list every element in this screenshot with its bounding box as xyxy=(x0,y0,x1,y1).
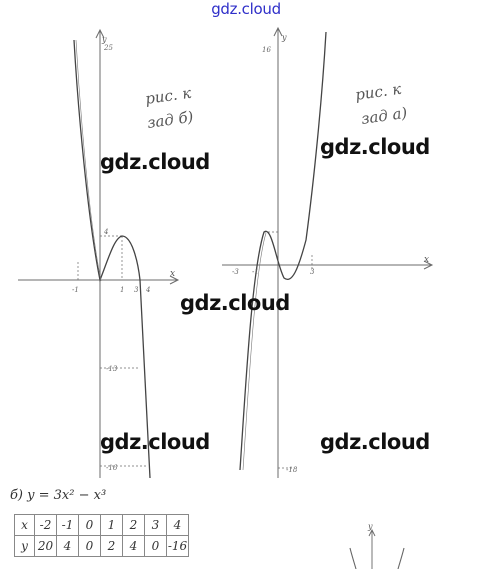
right-y-arrow xyxy=(273,26,283,37)
watermark: gdz.cloud xyxy=(320,135,430,159)
left-tick-y-bottom: -16 xyxy=(106,464,118,472)
table-row: x -2 -1 0 1 2 3 4 xyxy=(14,514,189,536)
left-tick-x-neg: -1 xyxy=(72,286,79,294)
bottom-sketch xyxy=(349,528,405,569)
right-curve xyxy=(239,31,327,471)
left-tick-x-c: 4 xyxy=(145,286,150,294)
left-graph xyxy=(18,28,180,479)
right-tick-y-bottom: -18 xyxy=(286,466,298,474)
task-b-formula: б) y = 3x² − x³ xyxy=(10,488,107,503)
y-cell: 0 xyxy=(144,535,167,557)
table-row: y 20 4 0 2 4 0 -16 xyxy=(14,535,189,557)
y-cell: 2 xyxy=(100,535,123,557)
watermark: gdz.cloud xyxy=(180,291,290,315)
right-tick-x-neg1: -1 xyxy=(252,268,259,276)
left-caption-2: зад б) xyxy=(146,108,195,132)
watermark: gdz.cloud xyxy=(100,150,210,174)
left-caption-1: рис. к xyxy=(144,84,192,108)
right-tick-x-neg3: -3 xyxy=(232,268,239,276)
right-tick-x-pos3: 3 xyxy=(310,268,315,276)
right-caption-2: зад а) xyxy=(360,104,408,128)
right-x-arrow xyxy=(423,260,434,270)
right-x-label: x xyxy=(424,255,429,265)
y-cell: 4 xyxy=(56,535,79,557)
left-y-label: y xyxy=(101,35,107,44)
bottom-y-label: y xyxy=(367,522,373,531)
right-graph xyxy=(222,26,434,478)
left-y-arrow xyxy=(95,28,105,39)
row-label-y: y xyxy=(14,535,35,557)
watermark: gdz.cloud xyxy=(320,430,430,454)
y-cell: 20 xyxy=(34,535,57,557)
x-cell: -1 xyxy=(56,514,79,536)
y-cell: 4 xyxy=(122,535,145,557)
x-cell: -2 xyxy=(34,514,57,536)
y-cell: 0 xyxy=(78,535,101,557)
left-tick-y-small: 4 xyxy=(103,228,108,236)
right-caption-1: рис. к xyxy=(354,80,402,104)
values-table: x -2 -1 0 1 2 3 4 y 20 4 0 2 4 0 -16 xyxy=(14,514,189,557)
left-x-label: x xyxy=(170,269,175,279)
left-curve xyxy=(73,39,151,479)
right-tick-y-top: 16 xyxy=(262,46,271,54)
left-x-arrow xyxy=(169,275,180,285)
x-cell: 4 xyxy=(166,514,189,536)
x-cell: 3 xyxy=(144,514,167,536)
right-y-label: y xyxy=(281,33,287,42)
x-cell: 2 xyxy=(122,514,145,536)
site-link[interactable]: gdz.cloud xyxy=(211,0,281,18)
left-tick-y-top: 25 xyxy=(103,44,113,52)
left-tick-x-b: 3 xyxy=(134,286,139,294)
watermark: gdz.cloud xyxy=(100,430,210,454)
row-label-x: x xyxy=(14,514,35,536)
left-tick-y-mid: -13 xyxy=(106,365,118,373)
left-tick-x-a: 1 xyxy=(120,286,124,294)
x-cell: 0 xyxy=(78,514,101,536)
x-cell: 1 xyxy=(100,514,123,536)
y-cell: -16 xyxy=(166,535,189,557)
